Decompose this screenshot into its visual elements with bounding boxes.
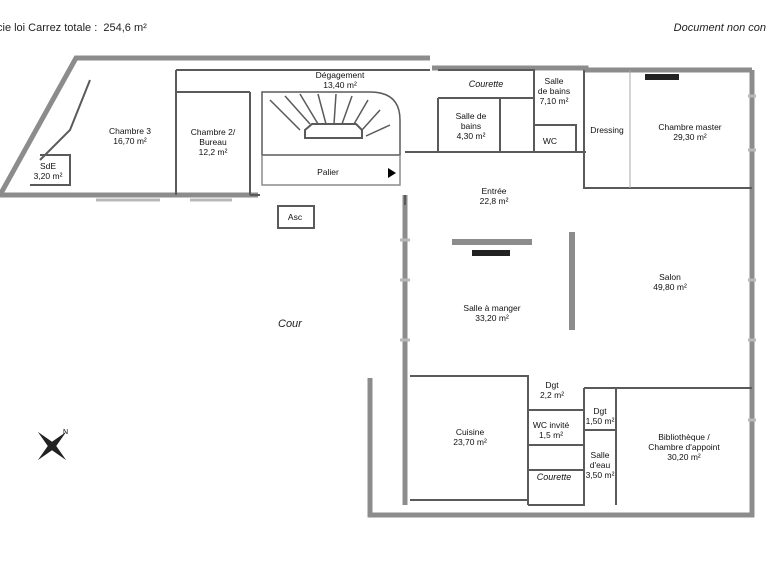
disclaimer-text: Document non con xyxy=(673,22,766,34)
room-asc: Asc xyxy=(287,212,303,222)
room-courette-top: Courette xyxy=(468,79,504,89)
palier-arrow-icon xyxy=(388,168,396,178)
wall-sdb-top xyxy=(533,70,577,152)
room-courette-bottom: Courette xyxy=(536,472,572,482)
room-wc: WC xyxy=(542,136,558,146)
windows xyxy=(96,94,756,422)
wall-master-bottom xyxy=(583,70,752,189)
outer-wall-top-left xyxy=(0,55,430,197)
wall-sde xyxy=(39,79,91,161)
fireplace-sam xyxy=(472,250,510,256)
wall-wc xyxy=(500,125,535,153)
fireplace-master xyxy=(645,74,679,80)
wall-sde-box xyxy=(30,154,71,186)
elevator-shaft xyxy=(277,205,315,229)
staircase xyxy=(261,91,401,186)
surface-total: cie loi Carrez totale : 254,6 m² xyxy=(0,22,147,34)
outer-wall-top-right xyxy=(432,65,752,73)
label-cour: Cour xyxy=(278,318,302,330)
compass-north-letter: N xyxy=(63,429,68,436)
outer-wall-bottom xyxy=(367,378,755,518)
compass-rose-icon: N xyxy=(37,429,68,461)
room-palier: Palier xyxy=(317,167,339,177)
room-dressing: Dressing xyxy=(590,125,624,135)
